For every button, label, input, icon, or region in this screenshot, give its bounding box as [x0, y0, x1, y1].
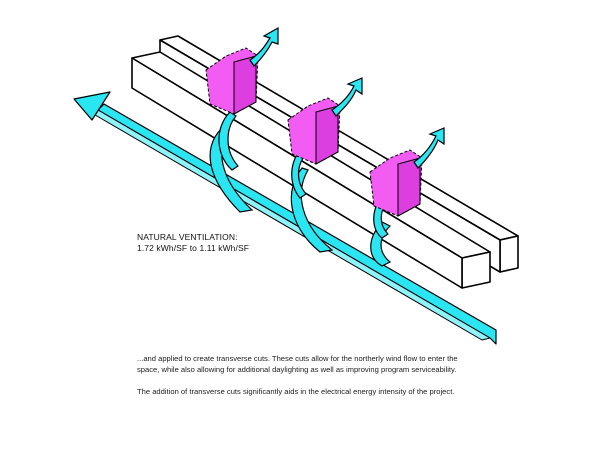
wind-exit-arrow-3	[413, 127, 445, 169]
caption-paragraph-1: ...and applied to create transverse cuts…	[137, 354, 458, 374]
annotation-title: NATURAL VENTILATION:	[137, 232, 238, 242]
transverse-cut-2	[287, 77, 363, 253]
caption-paragraph-2: The addition of transverse cuts signific…	[137, 387, 455, 396]
transverse-cut-1	[205, 26, 279, 213]
diagram-caption: ...and applied to create transverse cuts…	[137, 353, 477, 408]
wind-arrow-head	[73, 91, 111, 121]
wind-exit-arrow-2	[331, 77, 363, 117]
transverse-cut-3	[369, 127, 445, 267]
wind-exit-arrow-1	[249, 26, 279, 67]
annotation-value: 1.72 kWh/SF to 1.11 kWh/SF	[137, 243, 250, 253]
ventilation-annotation: NATURAL VENTILATION: 1.72 kWh/SF to 1.11…	[137, 232, 249, 254]
